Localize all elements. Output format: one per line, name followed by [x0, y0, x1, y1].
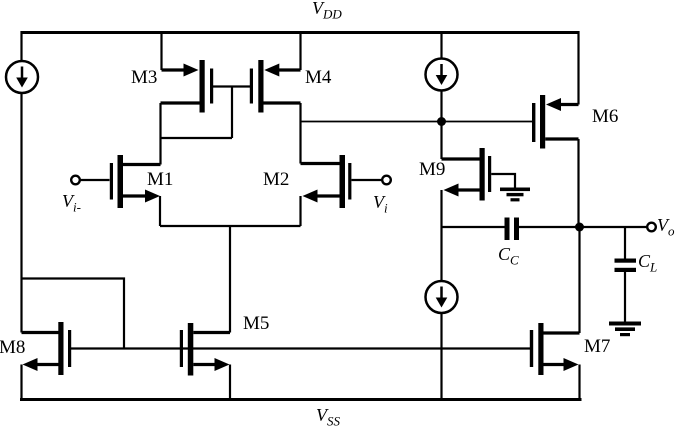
cc-label: CC	[498, 244, 519, 268]
m5-label: M5	[243, 313, 269, 334]
cl-plate-top	[614, 258, 636, 263]
m1-source-arrow	[145, 189, 160, 203]
vss-label-sub: SS	[327, 414, 341, 429]
m9-channel-bar	[479, 148, 485, 201]
ground-bar-1	[500, 187, 530, 192]
m5-gate-bar	[179, 330, 183, 367]
m4-channel-bar	[258, 60, 264, 113]
m5-channel-bar	[187, 323, 194, 376]
m2-source-arrow	[302, 189, 318, 203]
cc-label-sub: C	[510, 253, 519, 268]
m6-label: M6	[592, 106, 618, 127]
current-arrow-head	[435, 297, 448, 308]
vi-minus-label-sub: i-	[73, 200, 81, 215]
output-terminal	[646, 221, 658, 233]
vi-label: Vi	[373, 192, 388, 216]
ground-bar-2	[506, 192, 524, 197]
cl-label-main: C	[638, 251, 651, 271]
cc-plate-left	[504, 217, 510, 240]
vi-label-sub: i	[384, 201, 388, 216]
current-source-left	[4, 59, 40, 95]
vi-minus-label: Vi-	[62, 191, 81, 215]
vo-label: Vo	[657, 215, 675, 239]
m4-source-arrow	[264, 63, 280, 77]
m8-gate-bar	[68, 330, 72, 367]
ground-bar-3	[620, 333, 630, 337]
m1-channel-bar	[117, 155, 123, 208]
cc-plate-right	[514, 217, 519, 240]
ground-bar-3	[510, 198, 520, 202]
ground-symbol-cl	[609, 321, 641, 337]
m7-channel-bar	[538, 323, 544, 375]
m6-source-arrow	[546, 98, 561, 111]
cl-plate-bottom	[614, 267, 636, 272]
current-arrow-head	[16, 77, 28, 88]
vss-label-main: V	[316, 405, 329, 425]
transistor-m4	[249, 31, 302, 164]
m3-channel-bar	[199, 60, 205, 113]
ground-bar-1	[609, 321, 641, 326]
m7-gate-bar	[529, 330, 534, 367]
input-noninverting-terminal	[381, 174, 393, 186]
m1-label: M1	[147, 169, 173, 190]
cc-label-main: C	[498, 244, 511, 264]
cl-label-sub: L	[649, 260, 657, 275]
m2-channel-bar	[339, 155, 345, 208]
current-source-top-middle	[424, 31, 459, 122]
m9-gate-bar	[488, 156, 492, 192]
current-arrow-head	[435, 75, 448, 85]
vi-minus-label-main: V	[62, 191, 75, 211]
vi-label-main: V	[373, 192, 386, 212]
vo-label-sub: o	[668, 224, 675, 239]
transistor-m2	[299, 155, 393, 226]
m8-diode-connection-wire	[21, 277, 126, 349]
transistor-m3	[159, 31, 250, 165]
input-inverting-terminal	[69, 174, 81, 186]
m3-source-arrow	[183, 63, 199, 77]
m2-gate-bar	[348, 163, 352, 200]
transistor-m8	[21, 322, 72, 375]
m1-gate-bar	[109, 163, 113, 200]
m7-source-arrow	[563, 358, 579, 371]
transistor-m7	[529, 227, 581, 400]
m9-source-arrow	[443, 183, 459, 197]
vdd-label-main: V	[312, 0, 325, 18]
m9-label: M9	[419, 159, 445, 180]
compensation-capacitor	[441, 217, 580, 240]
ground-symbol-m9	[500, 187, 530, 202]
m3-gate-bar	[210, 68, 214, 104]
current-source-bottom-middle	[424, 227, 459, 400]
m4-gate-bar	[249, 68, 253, 104]
cl-label: CL	[638, 251, 657, 275]
m2-label: M2	[263, 169, 289, 190]
vdd-label-sub: DD	[322, 7, 342, 22]
vss-label: VSS	[316, 405, 341, 429]
m9-gate-ground-wire	[491, 172, 517, 188]
m6-channel-bar	[540, 95, 546, 149]
m8-source-arrow	[22, 358, 38, 371]
transistor-m6	[532, 31, 580, 227]
ground-bar-2	[615, 327, 635, 331]
m7-label: M7	[584, 336, 610, 357]
transistor-m1	[69, 155, 162, 226]
transistor-m9	[440, 121, 530, 227]
vo-label-main: V	[657, 215, 670, 235]
m4-label: M4	[305, 67, 332, 88]
m3-label: M3	[131, 67, 157, 88]
vdd-label: VDD	[312, 0, 342, 22]
m8-label: M8	[0, 337, 25, 358]
load-capacitor	[609, 227, 641, 337]
transistor-m5	[179, 323, 232, 400]
m6-gate-bar	[532, 103, 536, 142]
m8-channel-bar	[58, 322, 64, 375]
m5-source-arrow	[214, 358, 230, 371]
